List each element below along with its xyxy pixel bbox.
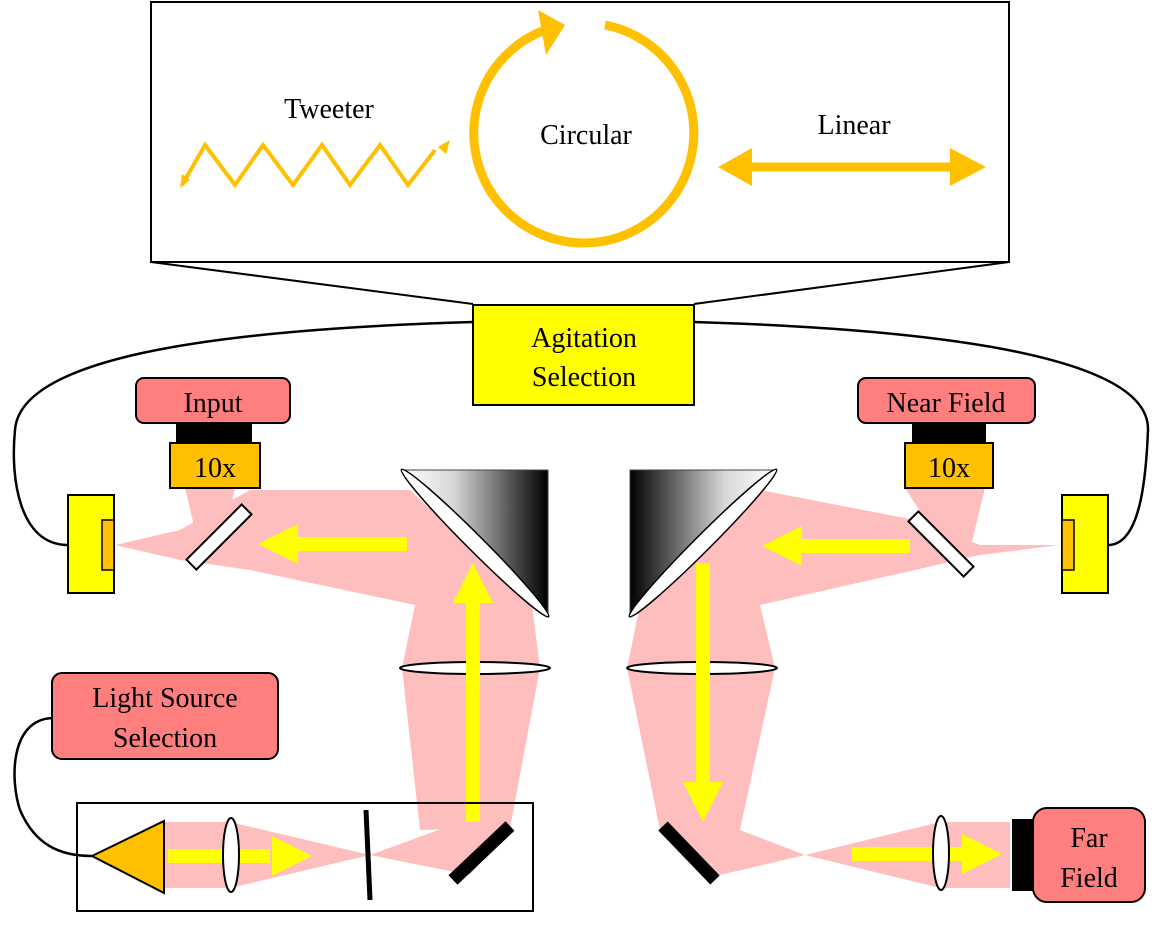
far-field-label-box [1032, 807, 1146, 903]
callout-line-left [150, 261, 474, 305]
linear-label: Linear [817, 110, 891, 141]
near-field-objective [904, 442, 994, 489]
near-field-objective-beam [905, 488, 985, 550]
near-field-sample-holder [1061, 494, 1109, 594]
pinhole [363, 809, 373, 901]
input-objective-label: 10x [194, 453, 236, 484]
agitation-cable-left [12, 320, 474, 547]
arrow-left-horizontal-head [258, 524, 298, 564]
circular-label: Circular [540, 120, 632, 151]
arrow-right-vertical [696, 563, 710, 785]
arrow-left-horizontal [295, 537, 407, 551]
circular-icon [469, 10, 699, 248]
source-lens [222, 817, 240, 893]
agitation-cable-right [693, 320, 1150, 547]
callout-line-right [693, 261, 1010, 305]
left-prism-face [400, 468, 550, 618]
arrow-far-field-head [962, 834, 1002, 874]
light-source-line2: Selection [113, 723, 217, 754]
far-field-fold-mirror [658, 821, 720, 885]
far-field-line2: Field [1060, 863, 1118, 894]
near-field-camera-body [912, 423, 986, 443]
light-source-cable [13, 716, 93, 858]
arrow-source [168, 849, 270, 863]
agitation-selection-box [472, 304, 695, 406]
arrow-left-vertical [466, 600, 480, 822]
agitation-panel [150, 1, 1010, 263]
light-source-enclosure [76, 802, 534, 912]
light-source-selection-box [51, 672, 279, 760]
near-field-label: Near Field [887, 388, 1006, 419]
far-field-lens [932, 815, 950, 891]
tweeter-icon [180, 140, 450, 189]
light-source-line1: Light Source [92, 683, 237, 714]
far-field-beam-left [660, 825, 805, 875]
arrow-source-head [272, 836, 312, 876]
near-field-objective-label: 10x [928, 453, 970, 484]
near-field-beam-splitter [907, 510, 975, 578]
source-fold-mirror [448, 821, 515, 885]
arrow-left-vertical-head [453, 563, 493, 603]
input-camera-body [176, 423, 252, 443]
far-field-line1: Far [1070, 823, 1108, 854]
input-camera-label: Input [183, 388, 242, 419]
arrow-right-vertical-head [683, 782, 723, 822]
agitation-selection-line1: Agitation [531, 323, 637, 354]
input-beam-splitter [185, 503, 253, 571]
far-field-camera-body [1012, 819, 1034, 891]
linear-icon [718, 148, 986, 186]
input-sample-holder [67, 494, 115, 594]
right-prism-face [628, 468, 778, 618]
input-objective [169, 442, 261, 489]
agitation-selection-line2: Selection [532, 362, 636, 393]
tweeter-label: Tweeter [284, 94, 374, 125]
input-objective-beam [185, 488, 235, 530]
arrow-right-horizontal [798, 539, 910, 553]
light-source-emitter [89, 819, 165, 895]
arrow-right-horizontal-head [762, 526, 802, 566]
